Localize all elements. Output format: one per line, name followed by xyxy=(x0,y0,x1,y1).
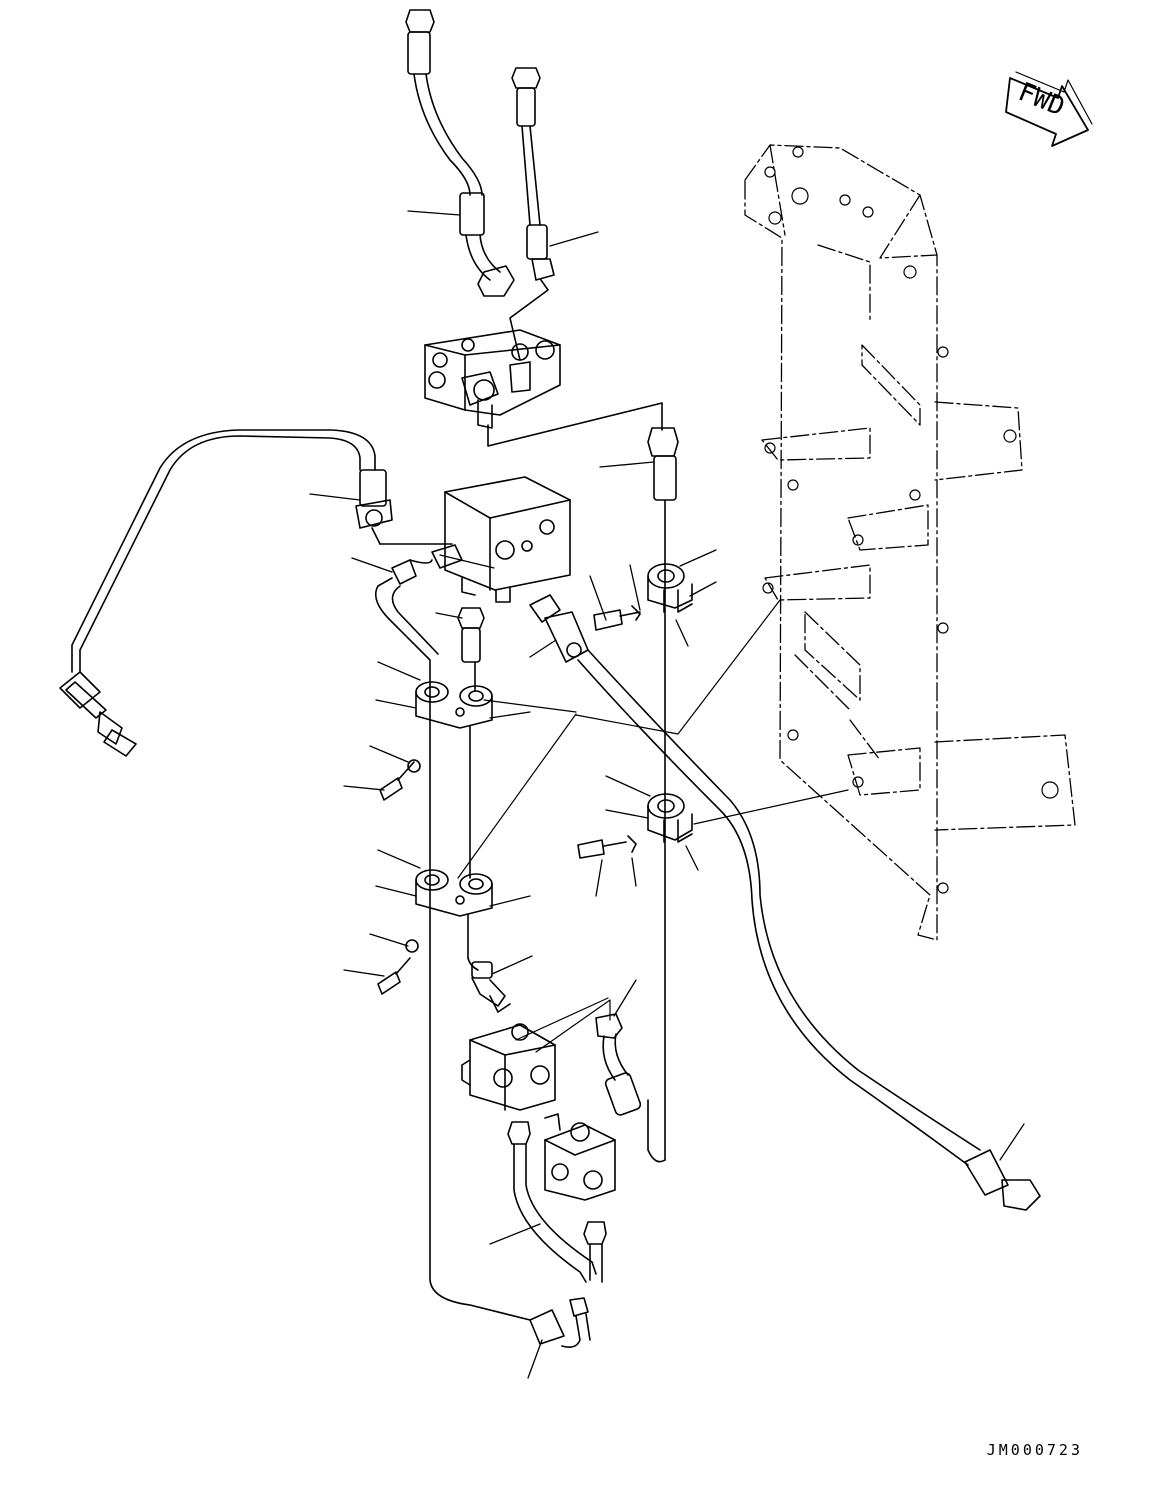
top-right-hose xyxy=(509,67,555,361)
elbow-fitting xyxy=(374,559,531,1321)
drawing-id-label: JM000723 xyxy=(986,1441,1083,1459)
double-clamp-upper xyxy=(379,681,493,801)
bracket-holes xyxy=(762,146,1059,894)
vertical-hose xyxy=(647,427,679,1163)
clamp-lower-right xyxy=(577,793,693,859)
lower-fitting-elbow xyxy=(471,961,511,1013)
lower-valve-block-a xyxy=(461,1023,556,1111)
callout-leaders xyxy=(309,210,1025,1379)
top-valve-block xyxy=(424,329,663,447)
right-vertical-pipe xyxy=(467,661,479,971)
connection-lines xyxy=(439,554,849,1053)
top-left-hose xyxy=(405,9,515,297)
long-left-hose xyxy=(59,429,453,757)
fwd-label: FWD xyxy=(1014,77,1069,122)
bottom-elbow-fitting xyxy=(529,1297,591,1348)
diagonal-hose xyxy=(529,594,1041,1211)
small-union-fitting xyxy=(457,607,485,663)
mounting-bracket xyxy=(744,144,1076,941)
middle-valve-block xyxy=(431,476,571,603)
fwd-direction-arrow: FWD xyxy=(1005,71,1093,147)
lower-valve-block-b xyxy=(544,1113,616,1201)
clamp-upper-right xyxy=(593,563,693,631)
double-clamp-lower xyxy=(377,869,493,995)
lower-u-hose xyxy=(507,1121,607,1283)
lower-right-short-hose xyxy=(595,1013,642,1116)
